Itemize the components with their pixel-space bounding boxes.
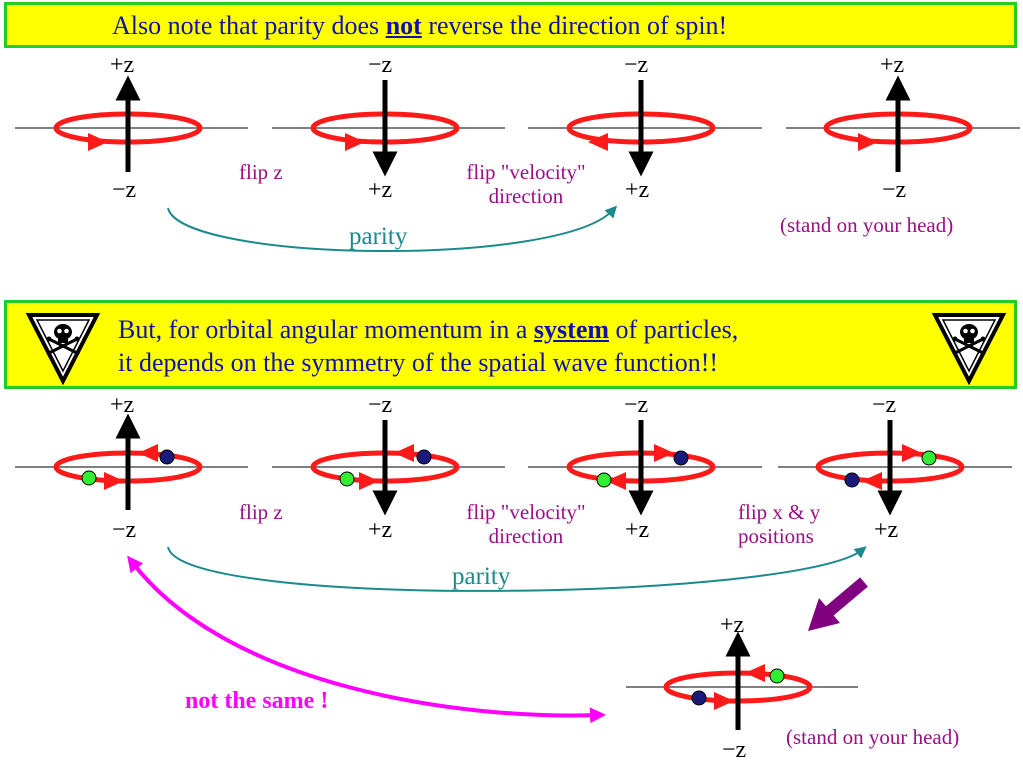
particle-green (921, 450, 937, 466)
bottom-diagram-1 (53, 413, 203, 510)
top-diagram-4 (823, 75, 973, 172)
axis-label-top: −z (368, 392, 393, 418)
orbit-arrow-left-icon (862, 472, 882, 490)
parity-label: parity (349, 223, 408, 250)
particle-navy (159, 449, 175, 465)
axis-label-bottom: +z (625, 517, 650, 543)
bottom-parity-arrow (167, 546, 867, 592)
top-banner-text: Also note that parity does not reverse t… (112, 11, 727, 41)
bottom-banner-line1-before: But, for orbital angular momentum in a (118, 315, 534, 344)
axis-label-top: +z (720, 612, 745, 638)
bottom-diagram-2 (310, 420, 460, 516)
axis-label-top: −z (368, 52, 393, 78)
orbit-arrow-right-icon (714, 692, 734, 710)
particle-navy (844, 472, 860, 488)
top-banner: Also note that parity does not reverse t… (4, 2, 1017, 48)
purple-down-arrow-icon (808, 577, 868, 631)
axis-label-top: −z (624, 392, 649, 418)
orbit-arrow-right-icon (858, 133, 878, 151)
flip-xy-line1: flip x & y (738, 500, 821, 524)
axis-label-bottom: +z (368, 517, 393, 543)
top-banner-emphasis: not (385, 11, 422, 40)
flip-velocity-line1: flip "velocity" (466, 500, 586, 524)
particle-navy (416, 449, 432, 465)
not-same-label: not the same ! (185, 688, 329, 714)
orbit-arrow-right-icon (359, 472, 379, 490)
particle-green (596, 472, 612, 488)
top-parity-arrow (167, 205, 618, 253)
axis-label-top: −z (624, 52, 649, 78)
flip-velocity-label: flip "velocity" direction (452, 160, 600, 208)
not-same-arrow (127, 555, 606, 724)
particle-navy (673, 450, 689, 466)
flip-xy-line2: positions (738, 524, 814, 548)
particle-green (81, 470, 97, 486)
flip-z-label: flip z (239, 500, 283, 524)
bottom-banner: But, for orbital angular momentum in a s… (4, 300, 1017, 389)
orbit-arrow-right-icon (345, 133, 365, 151)
axis-label-bottom: −z (112, 177, 137, 203)
bottom-banner-emphasis: system (533, 315, 610, 344)
bottom-diagram-4 (815, 420, 965, 516)
flip-velocity-line2: direction (488, 184, 564, 208)
axis-label-top: −z (872, 392, 897, 418)
stand-on-head-label: (stand on your head) (786, 725, 960, 749)
flip-velocity-line2: direction (488, 524, 564, 548)
bottom-banner-text: But, for orbital angular momentum in a s… (118, 313, 738, 379)
top-diagram-3 (566, 80, 716, 177)
orbit-arrow-left-icon (745, 664, 765, 682)
orbit-arrow-left-icon (138, 444, 158, 462)
particle-green (339, 471, 355, 487)
skull-crossbones-warning-icon (931, 313, 1007, 385)
orbit-arrow-left-icon (606, 472, 626, 490)
top-banner-text-before: Also note that parity does (112, 11, 386, 40)
axis-label-bottom: +z (368, 177, 393, 203)
flip-velocity-label: flip "velocity" direction (452, 500, 600, 548)
stand-on-head-label: (stand on your head) (780, 213, 954, 237)
axis-label-top: +z (110, 52, 135, 78)
orbit-arrow-left-icon (588, 133, 608, 151)
axis-label-bottom: +z (625, 177, 650, 203)
axis-label-top: +z (880, 52, 905, 78)
skull-crossbones-warning-icon (25, 313, 101, 385)
axis-label-top: +z (110, 392, 135, 418)
axis-label-bottom: −z (112, 517, 137, 543)
orbit-arrow-right-icon (902, 444, 922, 462)
parity-label: parity (452, 563, 511, 590)
flip-z-label: flip z (239, 160, 283, 184)
flip-xy-label: flip x & y positions (738, 500, 820, 548)
particle-navy (691, 690, 707, 706)
axis-label-bottom: +z (874, 517, 899, 543)
axis-label-bottom: −z (882, 177, 907, 203)
orbit-arrow-right-icon (104, 472, 124, 490)
flip-velocity-line1: flip "velocity" (466, 160, 586, 184)
top-diagram-2 (310, 80, 460, 177)
top-banner-text-after: reverse the direction of spin! (421, 11, 728, 40)
orbit-arrow-right-icon (88, 133, 108, 151)
particle-green (769, 668, 785, 684)
axis-label-bottom: −z (722, 737, 747, 763)
bottom-banner-line1-after: of particles, (609, 315, 739, 344)
bottom-banner-line1: But, for orbital angular momentum in a s… (118, 313, 738, 346)
orbit-arrow-left-icon (394, 444, 414, 462)
bottom-diagram-3 (566, 420, 716, 516)
bottom-banner-line2: it depends on the symmetry of the spatia… (118, 348, 719, 377)
orbit-arrow-right-icon (654, 444, 674, 462)
stand-on-head-diagram (663, 631, 813, 730)
top-diagram-1 (53, 75, 203, 172)
